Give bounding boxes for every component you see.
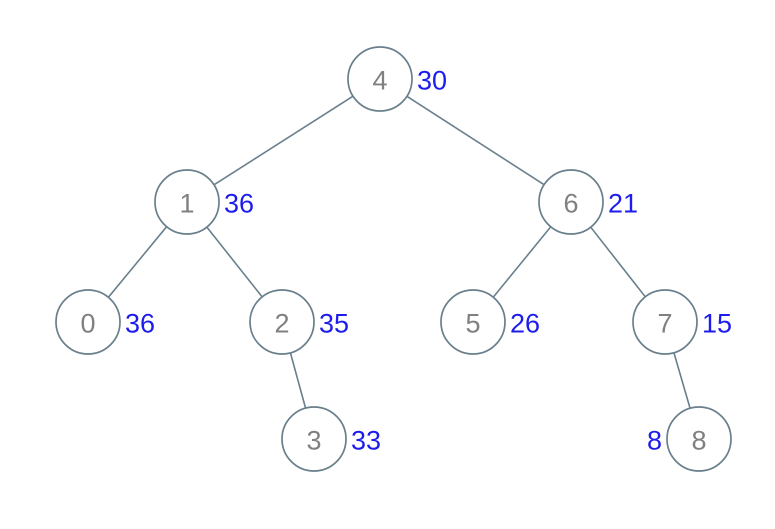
node-label-2: 35 [319,309,349,339]
node-value: 7 [657,309,672,339]
node-label-0: 36 [125,309,155,339]
node-label-6: 21 [608,189,638,219]
node-circle [440,289,506,355]
node-circle [347,46,413,112]
node-label-7: 15 [702,309,732,339]
node-value: 0 [80,309,95,339]
node-circle [632,289,698,355]
tree-node-2: 2 [249,289,315,355]
node-circle [154,169,220,235]
tree-edge-6-7 [590,226,646,298]
node-circle [666,406,732,472]
tree-edge-6-5 [492,226,552,298]
node-value: 4 [372,66,387,96]
tree-edge-4-1 [213,95,354,186]
tree-node-1: 1 [154,169,220,235]
tree-node-5: 5 [440,289,506,355]
tree-edge-2-3 [289,352,307,409]
tree-edge-1-0 [107,226,168,298]
tree-node-4: 4 [347,46,413,112]
tree-edge-1-2 [206,226,263,298]
node-circle [281,406,347,472]
node-label-4: 30 [417,66,447,96]
tree-edges [107,95,691,409]
tree-node-0: 0 [55,289,121,355]
node-label-8: 8 [647,426,662,456]
node-circle [249,289,315,355]
node-label-1: 36 [224,189,254,219]
node-value: 8 [691,426,706,456]
node-circle [538,169,604,235]
node-label-5: 26 [510,309,540,339]
node-value: 5 [465,309,480,339]
tree-node-3: 3 [281,406,347,472]
node-circle [55,289,121,355]
tree-edge-4-6 [406,95,545,186]
tree-node-8: 8 [666,406,732,472]
tree-node-6: 6 [538,169,604,235]
node-value: 6 [563,189,578,219]
node-value: 1 [179,189,194,219]
tree-nodes: 4 1 6 0 2 5 7 3 8 [55,46,732,472]
node-value: 3 [306,426,321,456]
node-label-3: 33 [351,426,381,456]
node-value: 2 [274,309,289,339]
tree-node-7: 7 [632,289,698,355]
tree-edge-7-8 [673,352,691,409]
